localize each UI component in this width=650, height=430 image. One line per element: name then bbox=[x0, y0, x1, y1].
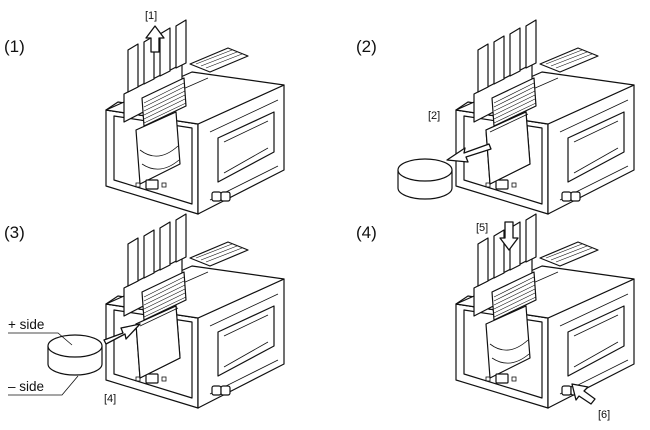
step-4-label: (4) bbox=[356, 223, 377, 242]
panel-step-2: [2] bbox=[397, 20, 634, 214]
push-lock-arrow-icon bbox=[571, 383, 596, 405]
panel-step-3: + side – side [4] bbox=[8, 214, 284, 408]
insert-battery-arrow-icon bbox=[103, 323, 141, 345]
minus-side-label: – side bbox=[8, 379, 44, 394]
remove-battery-arrow-icon bbox=[446, 143, 492, 163]
lift-cover-arrow-icon bbox=[145, 25, 165, 53]
new-battery-icon bbox=[47, 334, 103, 376]
callout-6: [6] bbox=[598, 409, 610, 421]
callout-4: [4] bbox=[104, 393, 116, 405]
callout-2: [2] bbox=[428, 110, 440, 122]
meter-unit-2 bbox=[456, 20, 634, 214]
plus-side-label: + side bbox=[8, 317, 44, 332]
callout-5: [5] bbox=[476, 222, 488, 234]
panel-step-4: [5] [6] bbox=[455, 213, 635, 421]
step-2-label: (2) bbox=[356, 37, 377, 56]
meter-unit-4 bbox=[455, 213, 635, 409]
meter-unit-1 bbox=[105, 19, 285, 215]
panel-step-1: [1] bbox=[105, 10, 285, 215]
callout-1: [1] bbox=[145, 10, 157, 22]
step-1-label: (1) bbox=[4, 37, 25, 56]
removed-battery-icon bbox=[397, 158, 453, 200]
step-3-label: (3) bbox=[4, 223, 25, 242]
meter-unit-3 bbox=[106, 214, 284, 408]
close-cover-arrow-icon bbox=[499, 221, 519, 251]
